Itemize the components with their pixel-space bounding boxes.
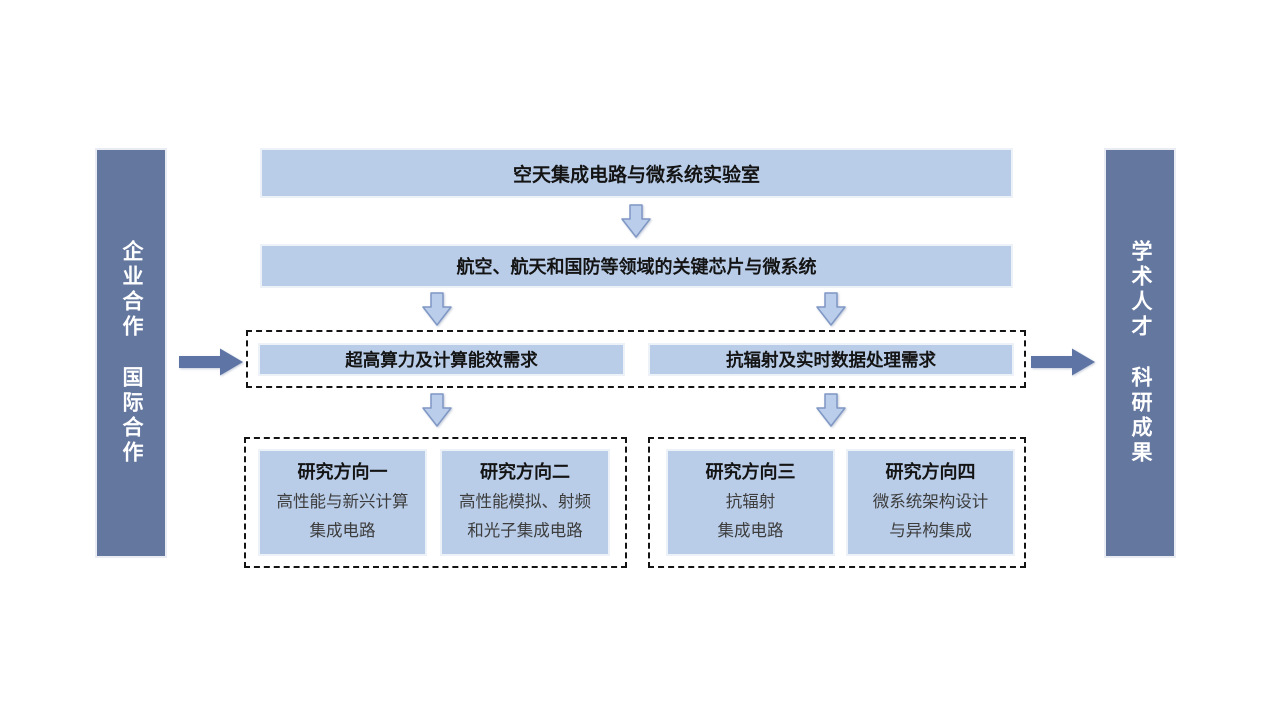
direction-3-line2: 集成电路 [717,522,784,540]
down-arrow-icon [816,292,846,326]
directions-group-frame-left [244,437,627,568]
down-arrow-icon [815,292,847,326]
direction-4-line2: 与异构集成 [889,522,972,540]
needs-group-frame [246,330,1026,388]
down-arrow-icon [421,393,453,427]
direction-1-title: 研究方向一 [297,462,388,482]
right-arrow-icon [179,348,243,376]
direction-box-3: 研究方向三 抗辐射 集成电路 [666,449,835,556]
down-arrow-icon [621,204,651,238]
direction-1-line2: 集成电路 [309,522,376,540]
down-arrow-icon [422,393,452,427]
lab-title-label: 空天集成电路与微系统实验室 [512,164,760,186]
need-box-compute: 超高算力及计算能效需求 [258,343,625,376]
right-arrow-icon [1030,347,1096,377]
direction-3-title: 研究方向三 [705,462,796,482]
domain-box-label: 航空、航天和国防等领域的关键芯片与微系统 [456,257,817,277]
directions-group-frame-right [648,437,1026,568]
down-arrow-icon [421,292,453,326]
right-arrow-icon [178,347,244,377]
need-box-radiation: 抗辐射及实时数据处理需求 [648,343,1014,376]
direction-3-line1: 抗辐射 [725,492,776,511]
direction-box-4: 研究方向四 微系统架构设计 与异构集成 [846,449,1015,556]
need-box-compute-label: 超高算力及计算能效需求 [345,350,538,370]
down-arrow-icon [620,204,652,238]
lab-title-box: 空天集成电路与微系统实验室 [260,148,1013,198]
left-bar-word-international: 国际合作 [120,366,143,466]
direction-box-2: 研究方向二 高性能模拟、射频 和光子集成电路 [440,449,610,556]
direction-4-line1: 微系统架构设计 [872,492,989,511]
right-bar-word-results: 科研成果 [1129,366,1152,466]
direction-box-1: 研究方向一 高性能与新兴计算 集成电路 [258,449,427,556]
direction-2-title: 研究方向二 [480,462,570,482]
direction-1-line1: 高性能与新兴计算 [276,492,409,511]
left-bar-word-enterprise: 企业合作 [120,240,143,340]
right-arrow-icon [1031,348,1095,376]
down-arrow-icon [816,393,846,427]
left-cooperation-bar: 企业合作 国际合作 [95,148,167,558]
direction-4-title: 研究方向四 [885,462,976,482]
domain-box: 航空、航天和国防等领域的关键芯片与微系统 [260,244,1013,288]
direction-2-line1: 高性能模拟、射频 [459,492,591,511]
down-arrow-icon [815,393,847,427]
direction-2-line2: 和光子集成电路 [467,522,583,540]
down-arrow-icon [422,292,452,326]
right-bar-word-talent: 学术人才 [1129,240,1152,340]
right-output-bar: 学术人才 科研成果 [1104,148,1176,558]
need-box-radiation-label: 抗辐射及实时数据处理需求 [726,350,936,370]
